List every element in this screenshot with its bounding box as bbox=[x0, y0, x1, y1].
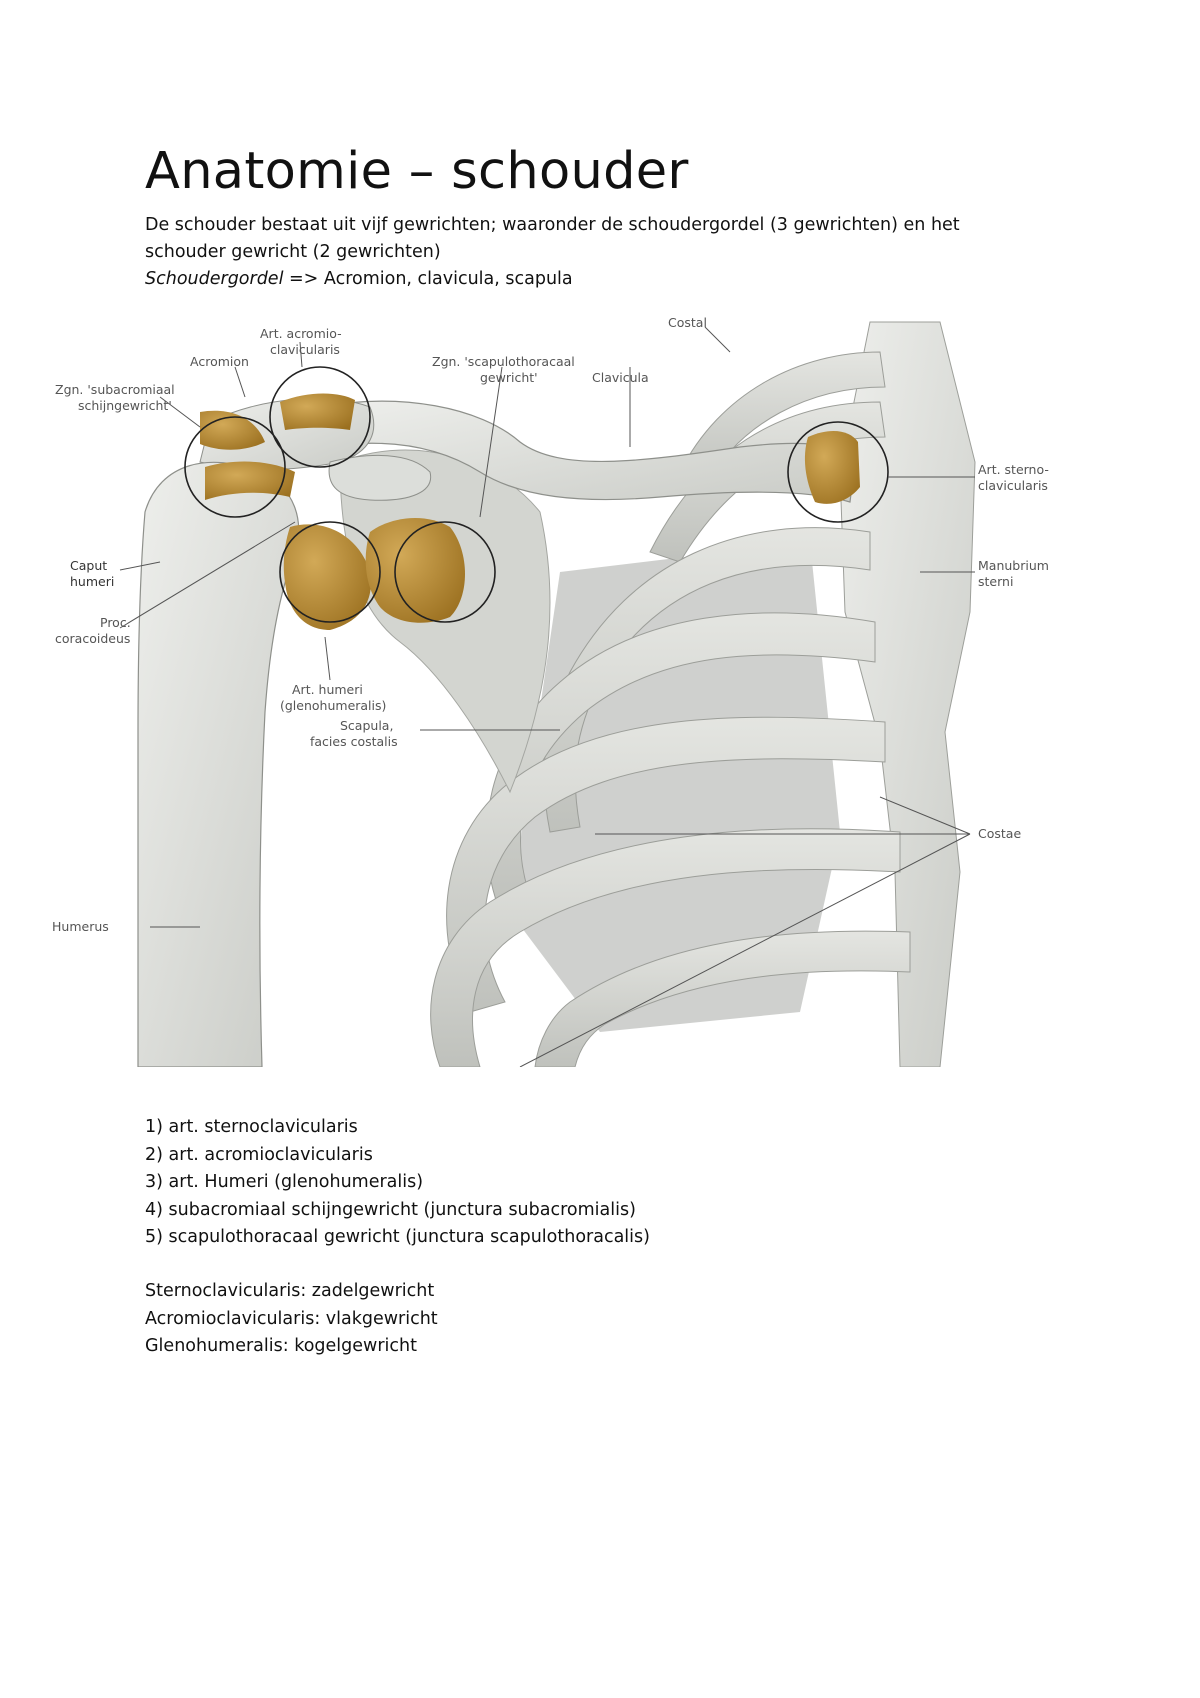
joint-item-3: 3) art. Humeri (glenohumeralis) bbox=[145, 1172, 424, 1192]
joint-item-1: 1) art. sternoclavicularis bbox=[145, 1117, 358, 1137]
shoulder-anatomy-figure: Art. acromio- clavicularis Acromion Zgn.… bbox=[40, 312, 1060, 1067]
circle-acromioclavicular bbox=[269, 366, 371, 468]
scapulothoracic-area bbox=[365, 517, 465, 623]
joint-type-list: Sternoclavicularis: zadelgewricht Acromi… bbox=[145, 1278, 438, 1361]
label-art-sternoclavicularis-1: Art. sterno- bbox=[978, 462, 1049, 477]
label-caput-1: Caput bbox=[70, 558, 107, 573]
joint-type-glenohumeralis: Glenohumeralis: kogelgewricht bbox=[145, 1336, 417, 1356]
rib-3 bbox=[543, 527, 871, 833]
circle-subacromial bbox=[184, 416, 286, 518]
joint-item-4: 4) subacromiaal schijngewricht (junctura… bbox=[145, 1199, 636, 1220]
rib-7 bbox=[534, 930, 911, 1067]
label-costae: Costae bbox=[978, 826, 1021, 841]
joint-list: 1) art. sternoclavicularis 2) art. acrom… bbox=[145, 1114, 650, 1252]
label-scapulothoracaal-2: gewricht' bbox=[480, 370, 538, 385]
schoudergordel-label: Schoudergordel => bbox=[145, 269, 319, 289]
sternoclavicular-cartilage bbox=[804, 430, 860, 504]
joint-type-acromioclavicularis: Acromioclavicularis: vlakgewricht bbox=[145, 1308, 438, 1329]
label-clavicula: Clavicula bbox=[592, 370, 649, 385]
circle-glenohumeral bbox=[279, 521, 381, 623]
leader-lines bbox=[119, 326, 975, 1067]
schoudergordel-items: Acromion, clavicula, scapula bbox=[323, 269, 573, 289]
label-art-humeri-2: (glenohumeralis) bbox=[280, 698, 386, 713]
label-art-sternoclavicularis-2: clavicularis bbox=[978, 478, 1048, 493]
label-manubrium-1: Manubrium bbox=[978, 558, 1049, 573]
label-costal: Costal bbox=[668, 315, 707, 330]
intro-line-1: De schouder bestaat uit vijf gewrichten;… bbox=[145, 215, 960, 235]
joint-item-2: 2) art. acromioclavicularis bbox=[145, 1144, 373, 1165]
circle-sternoclavicular bbox=[787, 421, 889, 523]
subacromial-cartilage bbox=[205, 461, 295, 500]
circle-scapulothoracic bbox=[394, 521, 496, 623]
label-scapula-1: Scapula, bbox=[340, 718, 393, 733]
label-proc-2: coracoideus bbox=[55, 631, 130, 646]
label-manubrium-2: sterni bbox=[978, 574, 1013, 589]
label-art-acromioclavicularis-2: clavicularis bbox=[270, 342, 340, 357]
label-proc-1: Proc. bbox=[100, 615, 131, 630]
label-caput-2: humeri bbox=[70, 574, 114, 589]
rib-6 bbox=[430, 828, 901, 1067]
acromioclavicular-cartilage bbox=[280, 393, 355, 430]
label-scapula-2: facies costalis bbox=[310, 734, 398, 749]
label-art-acromioclavicularis-1: Art. acromio- bbox=[260, 326, 342, 341]
joint-item-5: 5) scapulothoracaal gewricht (junctura s… bbox=[145, 1227, 650, 1247]
shoulder-illustration: Art. acromio- clavicularis Acromion Zgn.… bbox=[52, 312, 1049, 1067]
intro-paragraph: De schouder bestaat uit vijf gewrichten;… bbox=[145, 212, 1045, 293]
label-art-humeri-1: Art. humeri bbox=[292, 682, 363, 697]
sternum-bone bbox=[839, 321, 976, 1067]
coracoid-process bbox=[328, 455, 432, 501]
intro-line-2: schouder gewricht (2 gewrichten) bbox=[145, 242, 441, 262]
label-subacromiaal-2: schijngewricht' bbox=[78, 398, 172, 413]
label-acromion: Acromion bbox=[190, 354, 249, 369]
label-humerus: Humerus bbox=[52, 919, 109, 934]
label-subacromiaal-1: Zgn. 'subacromiaal bbox=[55, 382, 175, 397]
page-title: Anatomie – schouder bbox=[145, 142, 689, 201]
joint-circles bbox=[184, 366, 889, 623]
glenoid-cartilage bbox=[283, 524, 371, 630]
joint-type-sternoclavicularis: Sternoclavicularis: zadelgewricht bbox=[145, 1281, 435, 1301]
label-scapulothoracaal-1: Zgn. 'scapulothoracaal bbox=[432, 354, 575, 369]
